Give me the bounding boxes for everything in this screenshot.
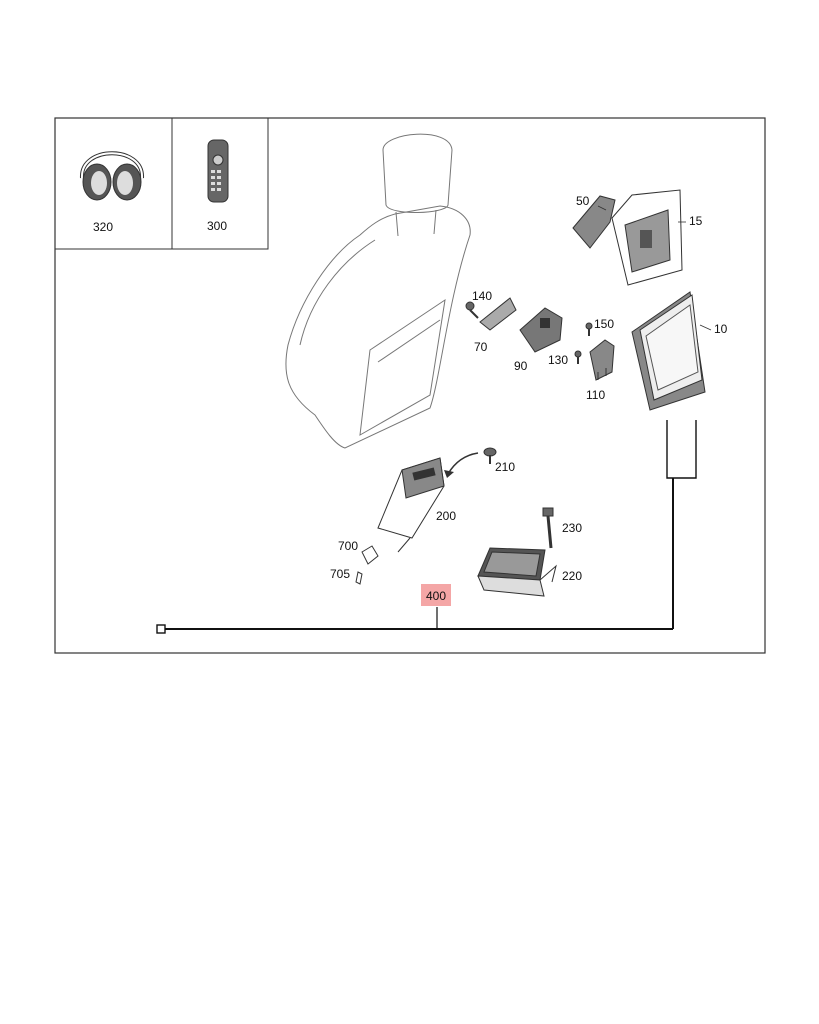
inset-box-remote bbox=[171, 117, 269, 250]
callout-220: 220 bbox=[562, 569, 582, 583]
callout-230: 230 bbox=[562, 521, 582, 535]
callout-400: 400 bbox=[426, 589, 446, 603]
headphones-icon bbox=[79, 151, 145, 201]
callout-150: 150 bbox=[594, 317, 614, 331]
callout-210: 210 bbox=[495, 460, 515, 474]
monitor-part bbox=[631, 291, 706, 411]
callout-320: 320 bbox=[93, 220, 113, 234]
callout-140: 140 bbox=[472, 289, 492, 303]
screw-140-part bbox=[465, 301, 479, 319]
highlight-400 bbox=[421, 584, 451, 606]
connector-700-part bbox=[355, 545, 379, 585]
bracket-70-part bbox=[479, 297, 517, 331]
control-unit-part bbox=[377, 457, 445, 553]
screw-210-part bbox=[444, 447, 497, 478]
mount-110-part bbox=[574, 322, 615, 381]
callout-700: 700 bbox=[338, 539, 358, 553]
seat-backrest bbox=[285, 133, 471, 449]
tray-220-part bbox=[477, 547, 557, 597]
callout-130: 130 bbox=[548, 353, 568, 367]
remote-icon bbox=[207, 139, 229, 203]
callout-705: 705 bbox=[330, 567, 350, 581]
callout-70: 70 bbox=[474, 340, 488, 354]
bolt-230-part bbox=[542, 507, 554, 549]
callout-10: 10 bbox=[714, 322, 728, 336]
callout-110: 110 bbox=[586, 388, 605, 402]
callout-300: 300 bbox=[207, 219, 227, 233]
cable-harness-wire bbox=[156, 420, 697, 634]
rear-housing-part bbox=[611, 189, 683, 286]
callout-90: 90 bbox=[514, 359, 528, 373]
callout-50: 50 bbox=[576, 194, 590, 208]
diagram-frame bbox=[54, 117, 766, 654]
hinge-90-part bbox=[519, 307, 563, 353]
callout-200: 200 bbox=[436, 509, 456, 523]
callout-15: 15 bbox=[689, 214, 703, 228]
